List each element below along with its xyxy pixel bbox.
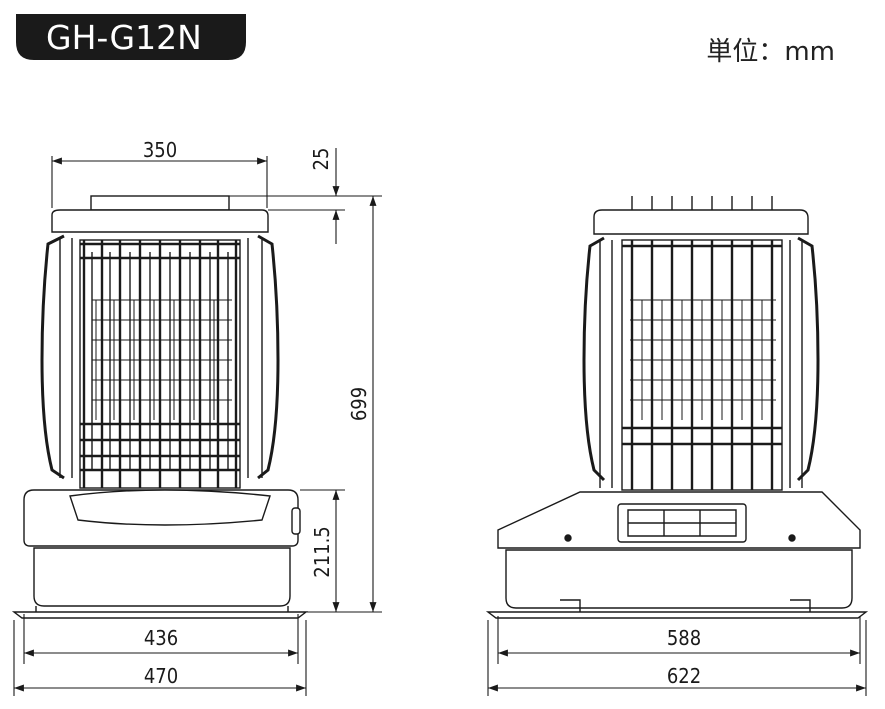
side-view xyxy=(485,196,869,619)
top-pins xyxy=(631,196,773,212)
dim-height-base: 211.5 xyxy=(310,526,334,578)
side-dimensions xyxy=(487,616,867,696)
dim-height-total: 699 xyxy=(347,387,371,421)
model-badge: GH-G12N xyxy=(16,14,246,60)
heater-tubes xyxy=(91,252,229,470)
front-dimensions xyxy=(13,148,382,696)
model-name: GH-G12N xyxy=(46,18,202,57)
dim-top-width: 350 xyxy=(143,138,177,162)
dim-side-base-outer: 622 xyxy=(667,664,701,688)
badge-shape xyxy=(16,14,246,60)
inner-slots xyxy=(92,299,232,420)
guard-grill xyxy=(80,240,240,488)
dim-front-base-outer: 470 xyxy=(144,664,178,688)
unit-label: 単位：mm xyxy=(706,37,835,67)
dim-side-base-inner: 588 xyxy=(667,626,701,650)
side-slots xyxy=(630,299,776,490)
front-view xyxy=(11,195,309,619)
dim-front-base-inner: 436 xyxy=(144,626,178,650)
side-guard xyxy=(622,240,782,490)
dim-top-cap: 25 xyxy=(309,148,333,171)
